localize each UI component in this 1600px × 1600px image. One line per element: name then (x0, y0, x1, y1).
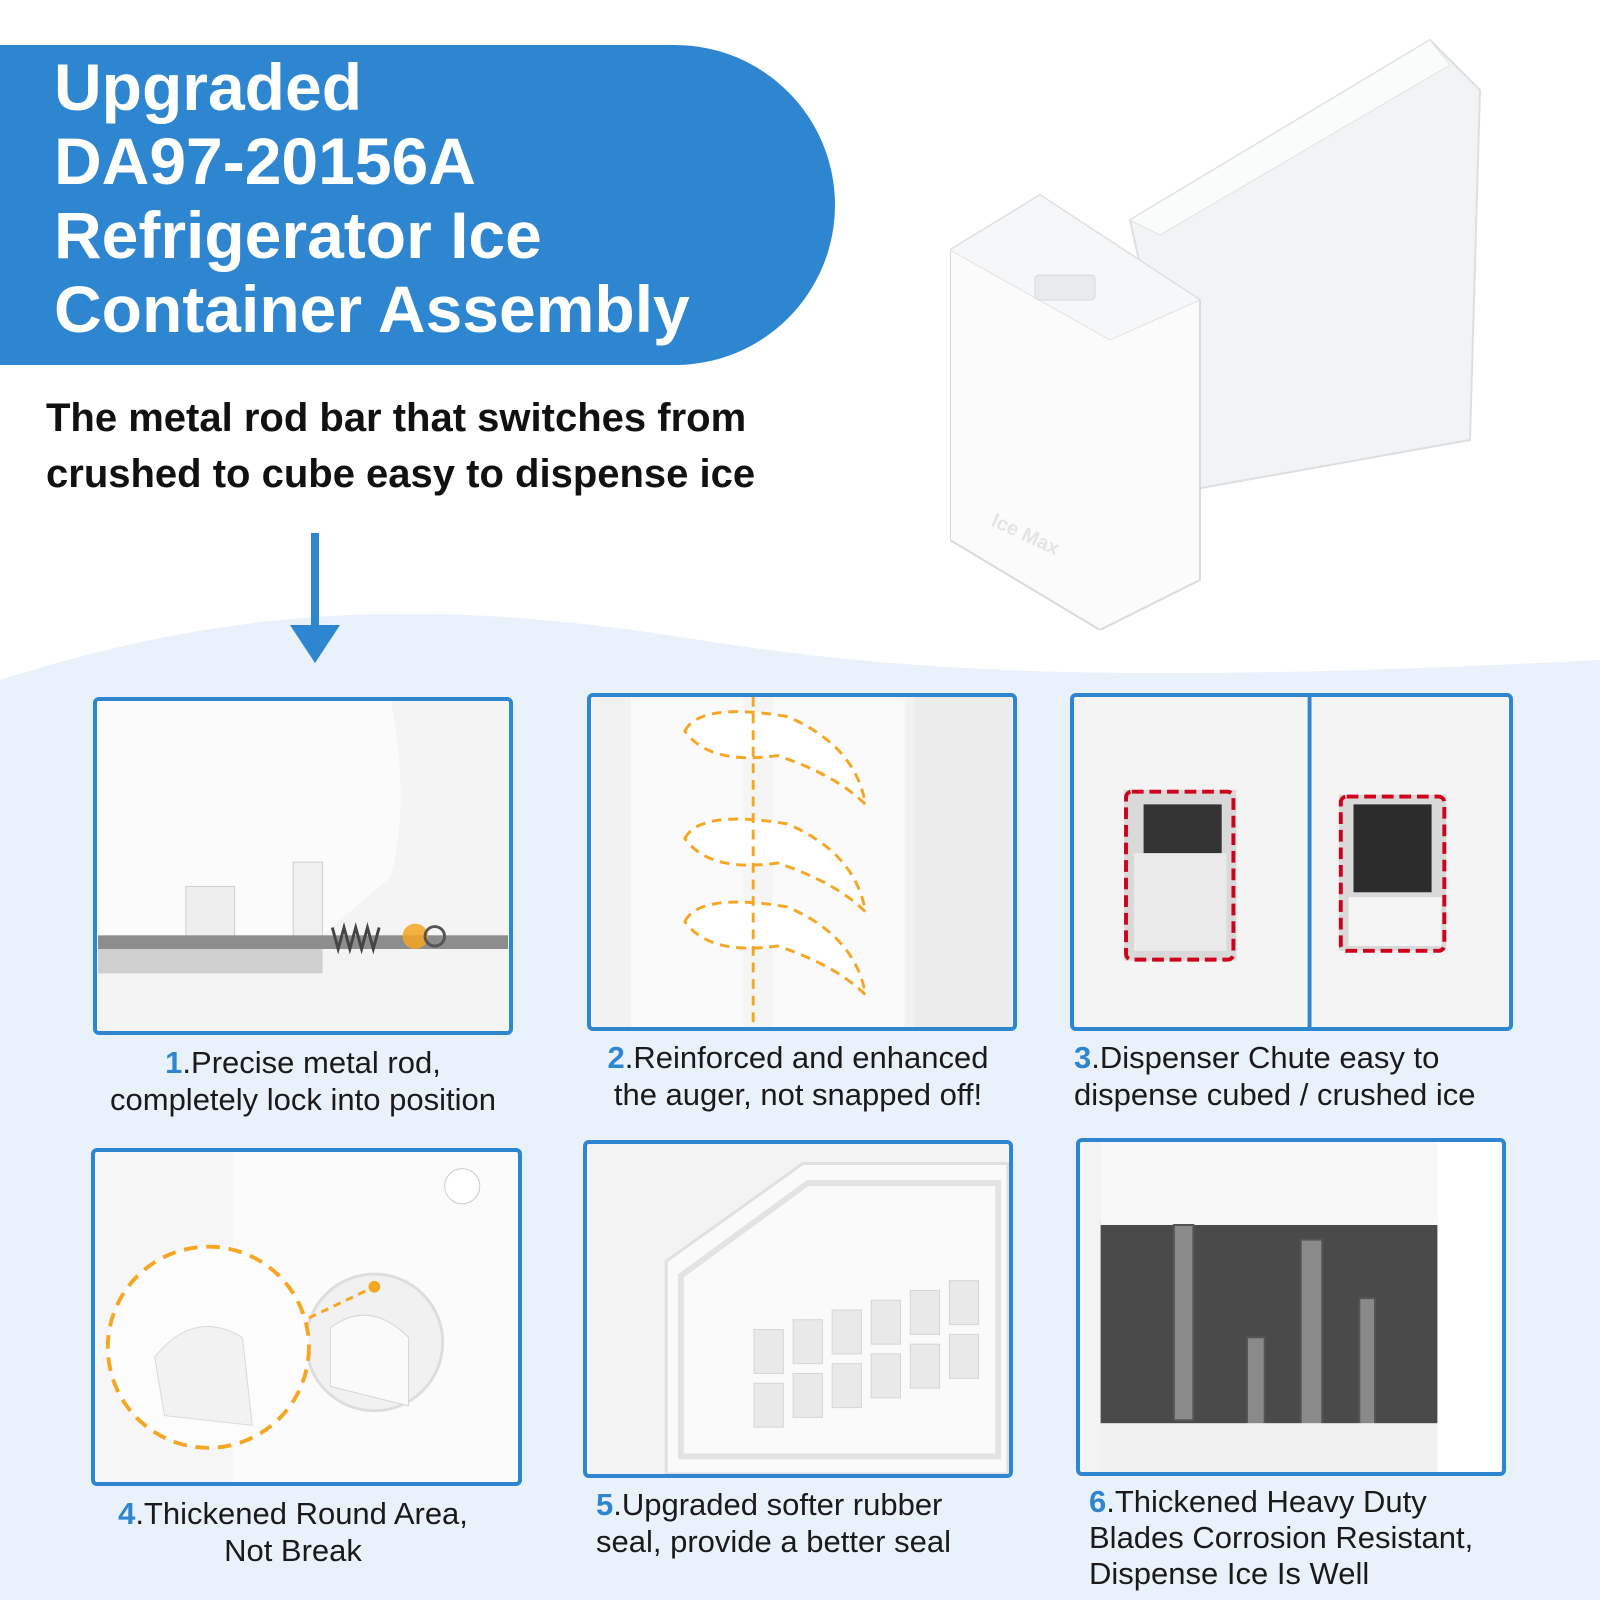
caption-line: seal, provide a better seal (596, 1524, 951, 1559)
feature-number: 1 (165, 1045, 183, 1080)
feature-image-dispenser-chute (1070, 693, 1513, 1031)
feature-number: 5 (596, 1487, 614, 1522)
feature-caption-4: 4.Thickened Round Area, Not Break (93, 1495, 493, 1569)
feature-number: 6 (1089, 1484, 1107, 1519)
feature-caption-6: 6.Thickened Heavy Duty Blades Corrosion … (1089, 1484, 1529, 1592)
feature-number: 3 (1074, 1040, 1092, 1075)
subtitle-line: crushed to cube easy to dispense ice (46, 452, 756, 496)
feature-caption-2: 2.Reinforced and enhanced the auger, not… (583, 1039, 1013, 1113)
feature-image-round-area (91, 1148, 522, 1486)
title-line: Container Assembly (54, 272, 690, 346)
caption-line: .Reinforced and enhanced (624, 1040, 989, 1075)
down-arrow-icon (290, 533, 340, 663)
caption-line: .Dispenser Chute easy to (1091, 1040, 1440, 1075)
title-line: Refrigerator Ice (54, 198, 542, 272)
subtitle-line: The metal rod bar that switches from (46, 396, 747, 440)
ice-container-product-image: Ice Max (950, 38, 1482, 630)
feature-caption-1: 1.Precise metal rod, completely lock int… (88, 1044, 518, 1118)
feature-caption-3: 3.Dispenser Chute easy to dispense cubed… (1074, 1039, 1514, 1113)
caption-line: Dispense Ice Is Well (1089, 1556, 1370, 1591)
feature-image-rubber-seal (583, 1140, 1013, 1478)
page-title: Upgraded DA97-20156A Refrigerator Ice Co… (54, 50, 814, 346)
title-banner (0, 45, 835, 365)
title-line: Upgraded (54, 50, 363, 124)
caption-line: Not Break (224, 1533, 362, 1568)
title-line: DA97-20156A (54, 124, 476, 198)
caption-line: .Upgraded softer rubber (613, 1487, 943, 1522)
caption-line: the auger, not snapped off! (613, 1077, 983, 1112)
caption-line: dispense cubed / crushed ice (1074, 1077, 1476, 1112)
caption-line: Blades Corrosion Resistant, (1089, 1520, 1474, 1555)
caption-line: .Precise metal rod, (182, 1045, 441, 1080)
caption-line: completely lock into position (110, 1082, 496, 1117)
feature-number: 4 (118, 1496, 136, 1531)
feature-image-metal-rod (93, 697, 513, 1035)
subtitle: The metal rod bar that switches from cru… (46, 390, 866, 502)
feature-image-blades (1076, 1138, 1506, 1476)
feature-image-auger (587, 693, 1017, 1031)
feature-number: 2 (607, 1040, 625, 1075)
feature-caption-5: 5.Upgraded softer rubber seal, provide a… (596, 1486, 1016, 1560)
caption-line: .Thickened Heavy Duty (1106, 1484, 1427, 1519)
caption-line: .Thickened Round Area, (135, 1496, 468, 1531)
